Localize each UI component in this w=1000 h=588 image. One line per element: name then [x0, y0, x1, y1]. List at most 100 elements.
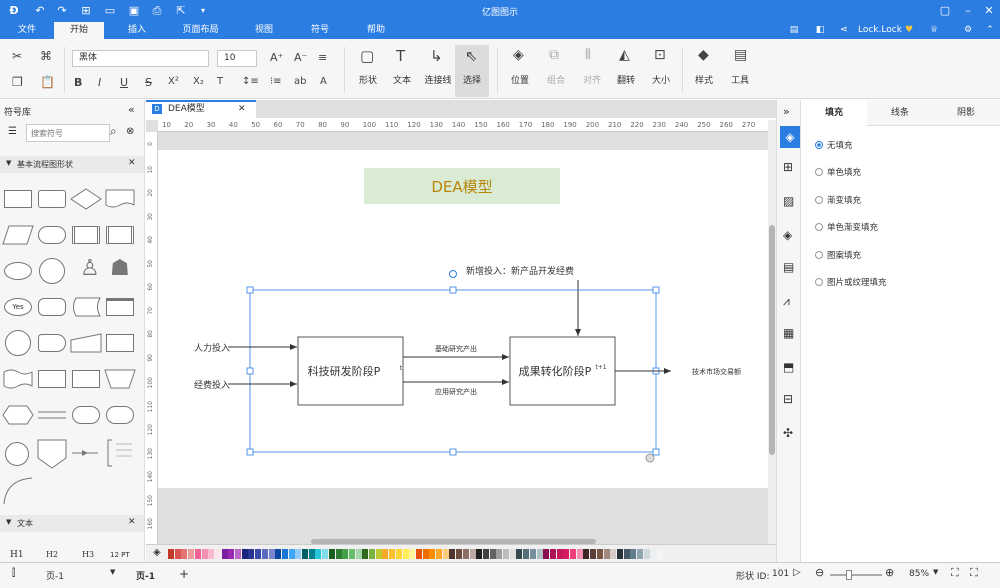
collapse-panel-icon[interactable]: « [128, 103, 135, 116]
stage2-box[interactable] [509, 336, 616, 406]
color-swatch[interactable] [583, 549, 590, 559]
connector-label[interactable]: 连接线 [424, 76, 452, 86]
user-name[interactable]: Lock.Lock [858, 25, 902, 35]
shape-manual-input[interactable] [70, 332, 102, 354]
settings-icon[interactable]: ⚙ [963, 25, 973, 35]
superscript-icon[interactable]: X² [168, 76, 179, 87]
resize-handle-l[interactable] [246, 367, 254, 375]
tools-icon[interactable]: ▤ [734, 47, 748, 63]
export-panel-icon[interactable]: ⬒ [783, 360, 795, 374]
maximize-icon[interactable]: ▢ [939, 4, 951, 17]
fill-option-single-gradient[interactable]: 单色渐变填充 [815, 221, 878, 233]
color-swatch[interactable] [637, 549, 643, 559]
color-swatch[interactable] [570, 549, 576, 559]
style-label[interactable]: 样式 [694, 76, 713, 86]
color-swatch[interactable] [422, 549, 429, 559]
shape-ellipse[interactable] [4, 262, 32, 280]
expand-panel-icon[interactable]: » [783, 105, 790, 118]
color-swatch[interactable] [382, 549, 389, 559]
connector-icon[interactable]: ↳ [430, 47, 443, 65]
shape-database[interactable] [38, 298, 66, 316]
shape-card[interactable] [106, 334, 134, 352]
line-spacing-icon[interactable]: ↕≡ [242, 76, 259, 87]
color-swatch[interactable] [255, 549, 262, 559]
shape-user[interactable]: ☗ [110, 256, 130, 281]
fill-panel-icon[interactable]: ◈ [780, 126, 800, 148]
text-group-close-icon[interactable]: ✕ [128, 517, 136, 527]
shape-terminator[interactable] [38, 226, 66, 244]
menu-symbol[interactable]: 符号 [310, 25, 329, 35]
zoom-level[interactable]: 85% [909, 569, 930, 579]
color-swatch[interactable] [221, 549, 228, 559]
text-format-icon[interactable]: T [217, 76, 224, 87]
shape-loop-limit[interactable] [72, 370, 100, 388]
decrease-font-icon[interactable]: A⁻ [294, 51, 308, 64]
color-swatch[interactable] [174, 549, 181, 559]
shape-annotation[interactable] [104, 438, 136, 470]
color-swatch[interactable] [630, 549, 637, 559]
color-swatch[interactable] [643, 549, 650, 559]
feedback-icon[interactable]: ◧ [815, 25, 825, 35]
menu-file[interactable]: 文件 [17, 25, 36, 35]
color-swatch[interactable] [335, 549, 342, 559]
color-swatch[interactable] [516, 549, 523, 559]
color-swatch[interactable] [442, 549, 449, 559]
resize-handle-tr[interactable] [652, 286, 660, 294]
text-label[interactable]: 文本 [392, 76, 411, 86]
shape-arc[interactable] [2, 476, 34, 506]
shape-rounded[interactable] [72, 406, 100, 424]
chart-icon[interactable]: ⩘ [783, 294, 790, 308]
color-swatch[interactable] [194, 549, 201, 559]
anchor-icon[interactable] [645, 453, 655, 463]
layers-icon[interactable]: ◈ [783, 228, 793, 242]
group-label[interactable]: 组合 [546, 76, 565, 86]
color-swatch[interactable] [436, 549, 442, 559]
copy-icon[interactable]: ❐ [12, 75, 23, 89]
menu-help[interactable]: 帮助 [366, 25, 385, 35]
zoom-out-icon[interactable]: ⊖ [815, 566, 825, 579]
color-swatch[interactable] [208, 549, 215, 559]
share-icon[interactable]: ⋖ [840, 25, 848, 35]
resize-handle-br[interactable] [652, 448, 660, 456]
resize-handle-b[interactable] [449, 448, 457, 456]
diagram-svg[interactable]: DEA模型 新增投入：新产品开发经费 科技研发阶段P t 成果转化阶 [158, 150, 768, 488]
shape-stored-data[interactable] [70, 296, 102, 318]
font-color-icon[interactable]: A [320, 76, 327, 87]
shape-punched-tape[interactable] [2, 368, 34, 390]
shape-pill[interactable] [106, 406, 134, 424]
theme-icon[interactable]: ♕ [929, 25, 939, 35]
position-icon[interactable]: ◈ [513, 47, 524, 63]
shape-connector[interactable] [5, 330, 31, 356]
library-group-header[interactable]: ▼ 基本流程图形状 ✕ [0, 156, 144, 173]
library-menu-icon[interactable]: ☰ [8, 126, 17, 137]
color-swatch[interactable] [308, 549, 315, 559]
color-swatch[interactable] [456, 549, 463, 559]
shape-icon[interactable]: ▢ [360, 47, 375, 65]
size-label[interactable]: 大小 [651, 76, 670, 86]
color-swatch[interactable] [650, 549, 657, 559]
network-icon[interactable]: ✣ [783, 426, 794, 440]
shape-line-arrow[interactable] [70, 446, 102, 460]
align-icon[interactable]: ≡ [318, 51, 328, 64]
shape-parallel[interactable] [36, 404, 68, 426]
search-clear-icon[interactable]: ⊗ [126, 126, 135, 137]
text-12pt[interactable]: 12 PT [110, 551, 130, 559]
heading-h1[interactable]: H1 [10, 550, 24, 560]
heading-h3[interactable]: H3 [82, 550, 95, 559]
color-swatch[interactable] [415, 549, 422, 559]
menu-insert[interactable]: 插入 [127, 25, 146, 35]
tools-label[interactable]: 工具 [730, 76, 749, 86]
tab-shadow[interactable]: 阴影 [956, 108, 975, 118]
color-swatch[interactable] [509, 549, 516, 559]
align-label[interactable]: 对齐 [582, 76, 601, 86]
color-swatch[interactable] [188, 549, 195, 559]
comment-icon[interactable]: ▤ [789, 25, 799, 35]
color-swatch[interactable] [590, 549, 597, 559]
page-icon[interactable]: ▤ [783, 260, 795, 274]
shape-subprocess[interactable] [106, 226, 134, 244]
shape-hexagon[interactable] [2, 404, 34, 426]
case-icon[interactable]: ab [294, 76, 307, 87]
color-swatch[interactable] [355, 549, 362, 559]
color-swatch[interactable] [362, 549, 369, 559]
color-swatch[interactable] [295, 549, 302, 559]
